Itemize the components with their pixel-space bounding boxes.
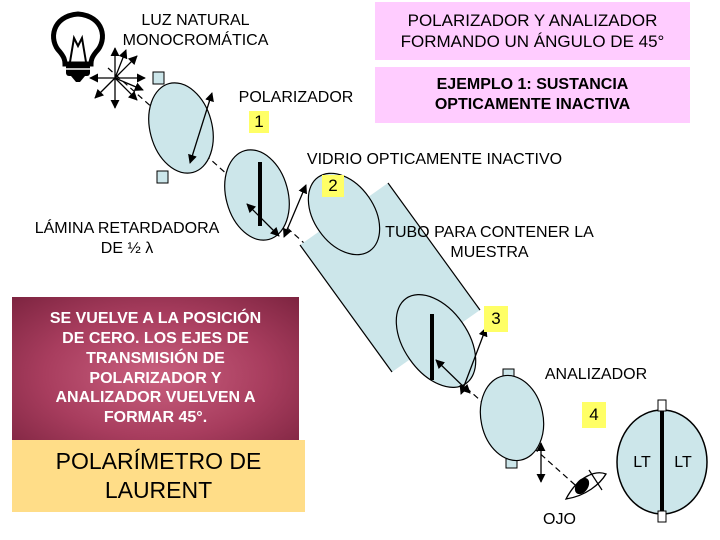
eye-label: OJO bbox=[543, 511, 576, 528]
light-label: LUZ NATURAL MONOCROMÁTICA bbox=[122, 12, 269, 49]
config-box: POLARIZADOR Y ANALIZADOR FORMANDO UN ÁNG… bbox=[375, 2, 690, 60]
polarizer-label: POLARIZADOR bbox=[238, 89, 354, 106]
page-title: POLARÍMETRO DE LAURENT bbox=[12, 440, 305, 512]
lt-field-view bbox=[616, 399, 708, 523]
polarizer-element bbox=[148, 71, 214, 184]
number-2-tag: 2 bbox=[322, 175, 344, 197]
light-bulb-icon bbox=[51, 11, 105, 82]
analyzer-label: ANALIZADOR bbox=[544, 366, 648, 383]
retarder-plate-element bbox=[224, 149, 307, 241]
number-4-tag: 4 bbox=[582, 402, 606, 428]
number-3-tag: 3 bbox=[484, 306, 508, 332]
light-rays bbox=[89, 47, 146, 109]
tube-label: TUBO PARA CONTENER LA MUESTRA bbox=[385, 224, 594, 261]
example-box: EJEMPLO 1: SUSTANCIA OPTICAMENTE INACTIV… bbox=[375, 67, 690, 123]
eye-icon bbox=[564, 469, 607, 500]
glass-label: VIDRIO OPTICAMENTE INACTIVO bbox=[306, 151, 563, 168]
analyzer-element bbox=[479, 368, 546, 483]
retarder-plate-label: LÁMINA RETARDADORA DE ½ λ bbox=[34, 220, 220, 257]
lt-left-label: LT bbox=[633, 454, 651, 471]
zero-position-note: SE VUELVE A LA POSICIÓN DE CERO. LOS EJE… bbox=[12, 297, 299, 440]
number-1-tag: 1 bbox=[249, 111, 269, 133]
lt-right-label: LT bbox=[674, 454, 692, 471]
